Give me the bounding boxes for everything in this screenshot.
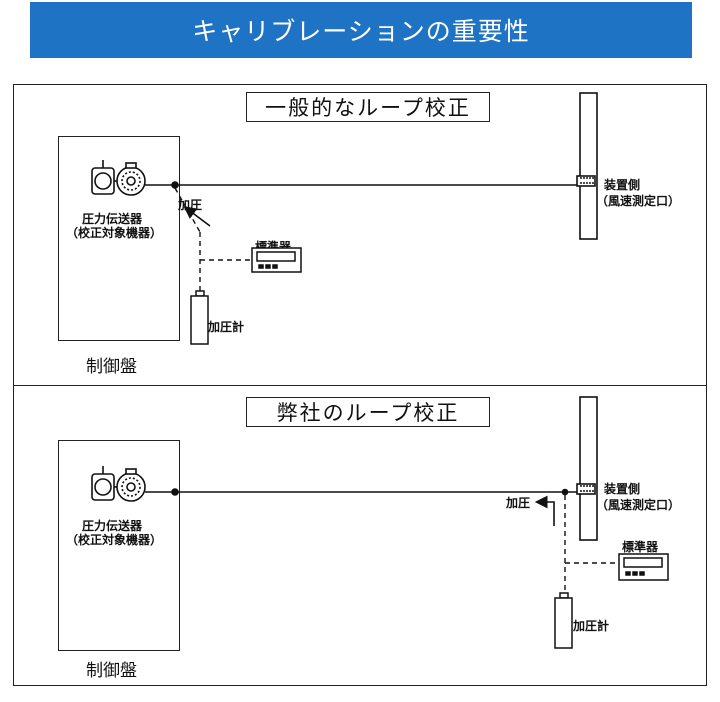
bottom-panel-label: 制御盤 xyxy=(86,661,137,681)
bottom-pipe-lines xyxy=(145,488,580,496)
top-duct xyxy=(576,92,598,240)
bottom-control-panel xyxy=(58,440,180,651)
bottom-transmitter-label: 圧力伝送器 xyxy=(82,519,143,533)
bottom-pressurize-arrow xyxy=(534,495,555,526)
top-transmitter-icon xyxy=(91,160,146,196)
bottom-gauge-label: 加圧計 xyxy=(573,619,610,633)
bottom-standard-label: 標準器 xyxy=(622,540,659,554)
bottom-transmitter-sub: （校正対象機器） xyxy=(66,533,163,547)
bottom-dashed-lines xyxy=(564,495,618,596)
bottom-device-side-label: 装置側 xyxy=(604,482,641,496)
bottom-heading-text: 弊社のループ校正 xyxy=(276,401,460,425)
bottom-panel-title: 弊社のループ校正 xyxy=(246,397,490,427)
top-gauge-label: 加圧計 xyxy=(208,320,245,334)
top-panel-label: 制御盤 xyxy=(86,357,137,377)
bottom-pressurize-label: 加圧 xyxy=(506,496,531,510)
bottom-gauge-icon xyxy=(554,592,573,649)
top-device-side-label: 装置側 xyxy=(604,178,641,192)
bottom-duct xyxy=(576,396,598,541)
top-dashed-lines xyxy=(174,187,252,294)
top-transmitter-label: 圧力伝送器 xyxy=(82,212,143,226)
page-title: キャリブレーションの重要性 xyxy=(192,17,530,46)
top-pipe-lines xyxy=(145,181,580,189)
bottom-standard-icon xyxy=(618,553,669,581)
section-divider xyxy=(13,385,707,386)
title-banner: キャリブレーションの重要性 xyxy=(30,2,692,58)
top-control-panel xyxy=(58,136,180,341)
top-panel-title: 一般的なループ校正 xyxy=(246,92,490,122)
top-standard-icon xyxy=(251,247,302,273)
top-heading-text: 一般的なループ校正 xyxy=(265,96,471,120)
top-transmitter-sub: （校正対象機器） xyxy=(66,226,163,240)
bottom-transmitter-icon xyxy=(91,466,146,502)
top-gauge-icon xyxy=(190,290,209,345)
top-pressurize-arrow xyxy=(183,206,211,227)
top-device-side-sub: （風速測定口） xyxy=(596,194,681,208)
bottom-device-side-sub: （風速測定口） xyxy=(596,498,681,512)
